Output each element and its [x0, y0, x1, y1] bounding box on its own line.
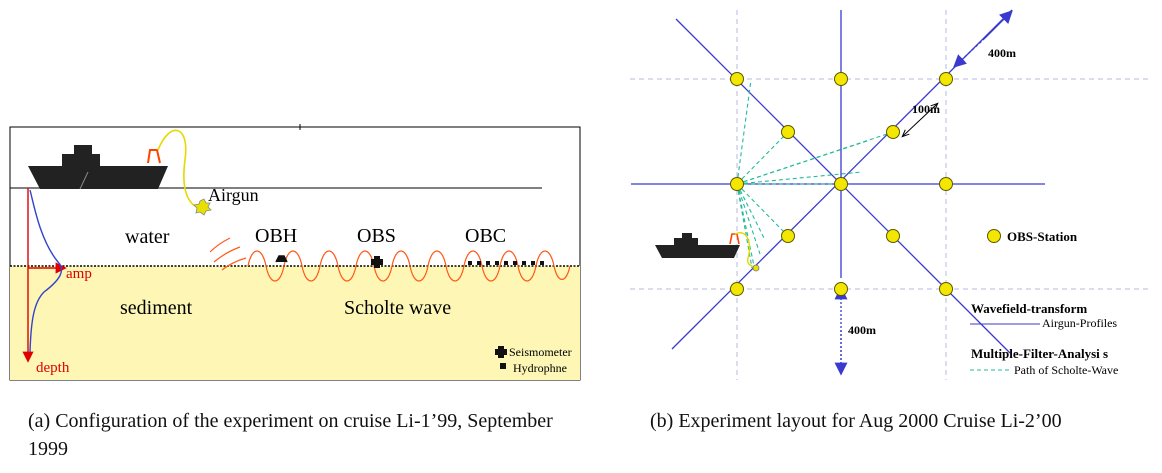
legend-hydrophone-icon: [500, 363, 506, 369]
airgun-icon: [193, 198, 212, 216]
caption-b: (b) Experiment layout for Aug 2000 Cruis…: [650, 410, 1062, 432]
distance-100m: 100m: [912, 102, 940, 116]
wavefront-arc: [221, 257, 247, 271]
obs-station: [730, 177, 744, 191]
legend-path-label: Path of Scholte-Wave: [1014, 363, 1118, 377]
sediment-label: sediment: [120, 297, 193, 319]
obs-station: [939, 72, 953, 86]
arrow-400m-top-up: [984, 10, 1013, 39]
scholte-wave-curve: [247, 250, 571, 282]
airgun-cable: [157, 129, 201, 209]
obs-station: [939, 282, 953, 296]
obs-station: [886, 229, 900, 243]
amp-label: amp: [66, 266, 92, 282]
obs-station: [939, 177, 953, 191]
amplitude-curve: [29, 189, 63, 353]
caption-a: (a) Configuration of the experiment on c…: [28, 410, 553, 460]
obs-stations: [730, 72, 953, 296]
depth-label: depth: [36, 360, 70, 376]
arrow-100m-a: [919, 104, 937, 121]
obc-label: OBC: [465, 225, 506, 247]
distance-400m-bottom: 400m: [848, 323, 876, 337]
legend-obs-label: OBS-Station: [1007, 229, 1078, 244]
water-label: water: [125, 226, 170, 248]
legend-mfa-label: Multiple-Filter-Analysi s: [971, 346, 1108, 361]
obs-station: [730, 282, 744, 296]
obs-station: [730, 72, 744, 86]
legend-airgun-profiles-label: Airgun-Profiles: [1042, 316, 1117, 330]
obs-station: [834, 282, 848, 296]
panel-a: Airgun amp depth water OBH OBS OBC sedim…: [9, 124, 581, 381]
obs-station: [834, 177, 848, 191]
obs-label: OBS: [357, 225, 396, 247]
airgun-icon: [752, 264, 760, 272]
obs-station: [781, 229, 795, 243]
sediment-layer: [10, 266, 580, 380]
legend-hydrophone-label: Hydrophne: [513, 361, 567, 375]
obs-station: [886, 125, 900, 139]
legend-seismometer-icon: [495, 346, 507, 358]
legend-obs-icon: [987, 229, 1001, 243]
wavefront-arc: [213, 246, 241, 263]
scholte-wave-label: Scholte wave: [344, 297, 451, 319]
obh-hydrophone-icon: [275, 255, 288, 263]
arrow-400m-top: [953, 37, 986, 68]
arrow-100m-b: [903, 119, 921, 136]
obh-label: OBH: [255, 225, 297, 247]
obs-station: [834, 72, 848, 86]
obc-cable-icon: [468, 261, 544, 265]
wavefront-arc: [209, 237, 231, 253]
distance-400m-top: 400m: [988, 46, 1016, 60]
obs-seismometer-icon: [371, 256, 383, 268]
scholte-paths: [736, 79, 894, 269]
legend-seismometer-label: Seismometer: [509, 345, 572, 359]
airgun-label: Airgun: [208, 185, 259, 205]
obs-station: [781, 125, 795, 139]
panel-b: 400m 100m 400m OBS-Station Wavefield-tra…: [630, 9, 1148, 380]
ship-icon: [28, 145, 168, 190]
ship-icon: [655, 232, 757, 269]
legend-wavefield-label: Wavefield-transform: [971, 301, 1087, 316]
grid: [630, 10, 1148, 380]
